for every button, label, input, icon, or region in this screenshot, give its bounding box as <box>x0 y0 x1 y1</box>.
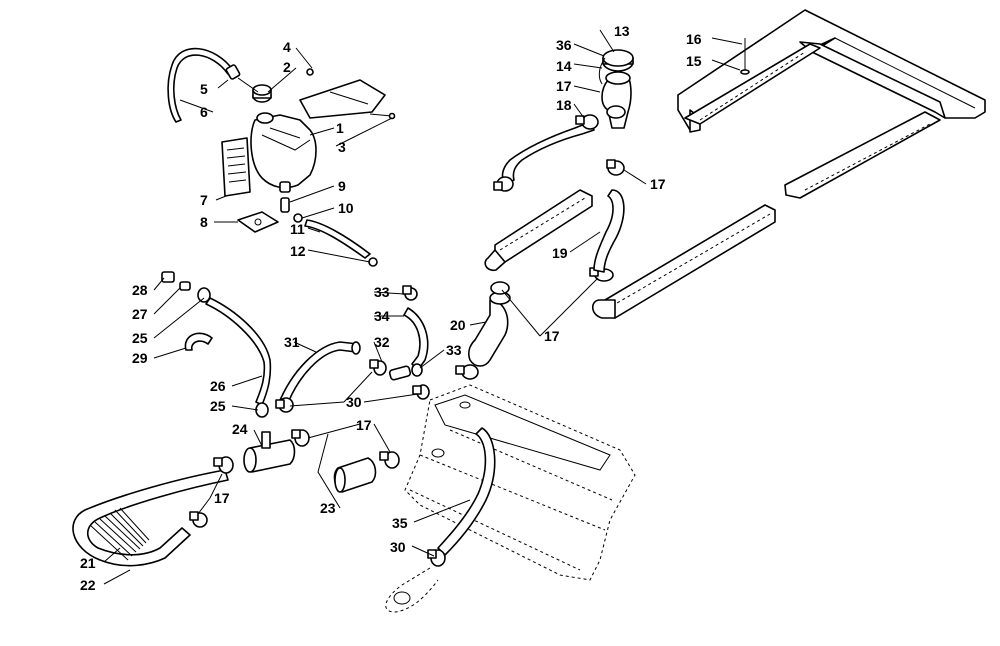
callout-23: 23 <box>320 500 336 516</box>
vertical-hose-clamp <box>606 159 625 176</box>
coolant-tank <box>250 114 317 193</box>
tank-cap <box>252 84 272 103</box>
connector-tube <box>388 365 412 381</box>
callout-8: 8 <box>200 214 208 230</box>
heat-exchanger-rail-upper <box>484 189 593 272</box>
heat-exchanger-frame <box>677 9 986 199</box>
bleed-screw <box>161 271 175 283</box>
upper-rear-hose-clamp <box>575 114 599 130</box>
coupler-clamp <box>379 451 400 469</box>
callout-24: 24 <box>232 421 248 437</box>
thermostat-housing <box>601 71 632 129</box>
callout-19: 19 <box>552 245 568 261</box>
coupler-hose <box>333 457 377 493</box>
callout-9: 9 <box>338 178 346 194</box>
callout-17-vertical-hose: 17 <box>650 176 666 192</box>
callout-3: 3 <box>338 139 346 155</box>
callout-4: 4 <box>283 39 291 55</box>
callout-33-upper: 33 <box>374 284 390 300</box>
heat-exchanger-rail <box>591 204 776 319</box>
overflow-fitting <box>225 64 259 93</box>
front-coolant-hose <box>72 469 229 567</box>
callout-25-upper: 25 <box>132 330 148 346</box>
vertical-hose <box>593 189 625 273</box>
callout-26: 26 <box>210 378 226 394</box>
callout-27: 27 <box>132 306 148 322</box>
hose-band-clamp <box>184 332 213 351</box>
callout-35: 35 <box>392 515 408 531</box>
front-hose-clamp-lower <box>189 511 208 528</box>
callout-21: 21 <box>80 555 96 571</box>
callout-33-lower: 33 <box>446 342 462 358</box>
coolant-decal <box>221 137 251 197</box>
callout-34: 34 <box>374 308 390 324</box>
callout-17-coupler: 17 <box>356 417 372 433</box>
callout-17-front: 17 <box>214 490 230 506</box>
callout-14: 14 <box>556 58 572 74</box>
callout-17-thermostat: 17 <box>556 78 572 94</box>
callout-28: 28 <box>132 282 148 298</box>
bracket-screw <box>369 112 396 120</box>
upper-rear-hose <box>501 121 595 185</box>
callout-6: 6 <box>200 104 208 120</box>
leader-lines <box>103 29 743 585</box>
bleed-hose <box>205 297 272 406</box>
callout-36: 36 <box>556 37 572 53</box>
callout-18: 18 <box>556 97 572 113</box>
callout-32: 32 <box>374 334 390 350</box>
callout-11: 11 <box>290 221 305 237</box>
callout-13: 13 <box>614 23 630 39</box>
bracket-nut <box>306 68 314 76</box>
callout-17-center: 17 <box>544 328 560 344</box>
callout-25-lower: 25 <box>210 398 226 414</box>
callout-15: 15 <box>686 53 702 69</box>
frame-rivet <box>740 38 750 75</box>
center-hose-bottom-clamp <box>455 364 479 380</box>
callout-2: 2 <box>283 59 291 75</box>
upper-rear-hose-clamp-lower <box>493 176 514 192</box>
callout-1: 1 <box>336 120 344 136</box>
callout-22: 22 <box>80 577 96 593</box>
overflow-hose <box>167 47 234 123</box>
tank-bracket <box>299 79 386 119</box>
callout-12: 12 <box>290 243 306 259</box>
bleed-fitting <box>179 281 191 291</box>
connector-clamp <box>369 359 387 376</box>
tank-neck <box>256 112 274 124</box>
thermostat-clamp <box>606 105 626 119</box>
callout-5: 5 <box>200 81 208 97</box>
callout-16: 16 <box>686 31 702 47</box>
callout-30-center: 30 <box>346 394 362 410</box>
rear-coolant-hose <box>437 427 496 556</box>
upper-small-hose <box>403 307 429 371</box>
callout-numbers: 1 2 3 4 5 6 7 8 9 10 11 12 13 14 15 16 1… <box>80 23 702 593</box>
connector-clamp-lower <box>412 384 430 400</box>
callout-10: 10 <box>338 200 354 216</box>
callout-31: 31 <box>284 334 300 350</box>
tank-mount <box>237 211 279 233</box>
front-hose-clamp <box>213 456 234 474</box>
center-large-hose <box>468 291 511 367</box>
tank-outlet-hose-clamp <box>368 257 378 267</box>
small-hose-lower-clamp <box>411 363 423 377</box>
callout-20: 20 <box>450 317 466 333</box>
center-hose-top-clamp <box>490 281 510 295</box>
callout-29: 29 <box>132 350 148 366</box>
bleed-fitting-clamp <box>197 287 211 303</box>
tunnel-panel <box>404 384 636 581</box>
rear-hose-clamp <box>427 549 446 567</box>
upper-small-hose-clamp <box>402 285 418 301</box>
thermostat-gasket <box>598 57 606 85</box>
coolant-tee-fitting <box>243 431 296 473</box>
rear-hose-end-fitting <box>385 567 439 613</box>
bypass-hose-clamp <box>275 397 294 413</box>
tank-outlet-fitting <box>280 197 290 213</box>
callout-30-rear: 30 <box>390 539 406 555</box>
pressure-cap <box>602 49 634 72</box>
callout-7: 7 <box>200 192 208 208</box>
tank-outlet-hose <box>304 219 371 259</box>
tee-right-clamp <box>291 429 310 447</box>
